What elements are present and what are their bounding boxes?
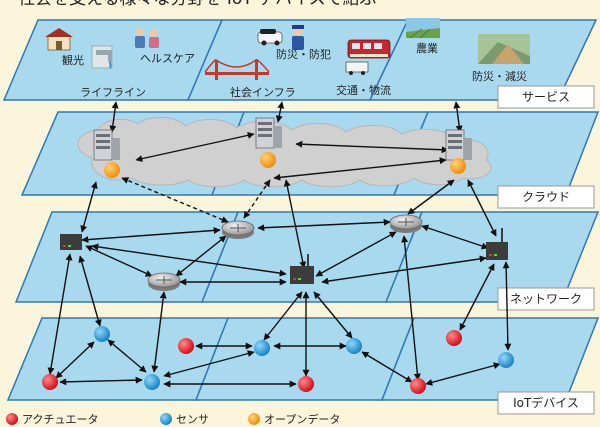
link-net-iot-1 bbox=[47, 253, 73, 375]
network-devices bbox=[60, 214, 508, 291]
actuator-node bbox=[178, 338, 194, 354]
iot-panel-left bbox=[6, 317, 230, 401]
link-net-iot-6 bbox=[313, 291, 353, 339]
layer-labels: サービス クラウド ネットワーク IoTデバイス bbox=[497, 85, 595, 415]
layer-label-iot: IoTデバイス bbox=[513, 395, 579, 410]
healthcare-icon bbox=[135, 28, 159, 48]
link-service-cloud-2 bbox=[275, 101, 285, 123]
link-iot-3 bbox=[107, 339, 147, 373]
open-data-nodes bbox=[104, 152, 466, 178]
router-icon bbox=[221, 220, 255, 239]
network-panel-left bbox=[14, 211, 240, 303]
link-cloud-net-5 bbox=[407, 179, 455, 215]
open-data-node bbox=[450, 158, 466, 174]
link-iot-1 bbox=[55, 341, 95, 379]
link-iot-4 bbox=[163, 350, 255, 378]
link-service-cloud-3 bbox=[453, 101, 463, 133]
sensor-node bbox=[346, 338, 362, 354]
layer-label-service: サービス bbox=[522, 90, 570, 104]
legend-actuator-label: アクチュエータ bbox=[22, 413, 98, 426]
legend-actuator-swatch bbox=[6, 413, 18, 425]
link-net-iot-8 bbox=[459, 263, 495, 331]
service-label-lifeline: ライフライン bbox=[80, 86, 146, 99]
link-cloud-net-3 bbox=[243, 179, 271, 219]
police-icon bbox=[257, 25, 304, 50]
landslide-icon bbox=[478, 34, 530, 64]
layer-label-cloud: クラウド bbox=[522, 190, 570, 204]
service-labels: 観光 ヘルスケア ライフライン 防災・防犯 社会インフラ 交通・物流 農業 防災… bbox=[62, 41, 527, 99]
service-label-agri: 農業 bbox=[416, 41, 438, 55]
link-cloud-1 bbox=[135, 131, 255, 163]
link-net-iot-7 bbox=[401, 235, 421, 381]
service-label-healthcare: ヘルスケア bbox=[140, 52, 195, 65]
access-point-icon bbox=[290, 254, 314, 284]
link-iot-2 bbox=[59, 376, 143, 386]
link-cloud-net-1 bbox=[80, 181, 98, 233]
service-label-disaster: 防災・減災 bbox=[472, 69, 527, 83]
service-label-crime: 防災・防犯 bbox=[276, 47, 331, 61]
link-iot-9 bbox=[425, 362, 501, 386]
link-net-6 bbox=[175, 235, 227, 277]
legend-sensor-swatch bbox=[160, 413, 172, 425]
link-iot-8 bbox=[361, 351, 413, 383]
server-icon bbox=[445, 129, 472, 161]
router-icon bbox=[389, 214, 423, 233]
tourism-icon bbox=[45, 28, 73, 51]
sensor-node bbox=[498, 352, 514, 368]
link-net-iot-2 bbox=[78, 255, 102, 327]
link-net-iot-4 bbox=[263, 291, 303, 341]
sensor-node bbox=[94, 326, 110, 342]
actuator-node bbox=[298, 376, 314, 392]
open-data-node bbox=[104, 162, 120, 178]
server-icon bbox=[93, 129, 120, 161]
actuator-node bbox=[410, 378, 426, 394]
actuator-node bbox=[42, 374, 58, 390]
service-label-tourism: 観光 bbox=[62, 53, 84, 67]
iot-devices bbox=[42, 326, 514, 394]
sensor-node bbox=[144, 374, 160, 390]
link-cloud-3 bbox=[273, 157, 447, 181]
farm-icon bbox=[406, 18, 440, 39]
actuator-node bbox=[446, 330, 462, 346]
link-cloud-net-6 bbox=[467, 179, 497, 237]
link-net-2 bbox=[257, 218, 391, 232]
server-icon bbox=[255, 117, 282, 149]
sensor-node bbox=[254, 340, 270, 356]
cloud-servers bbox=[93, 117, 472, 161]
service-label-traffic: 交通・物流 bbox=[336, 83, 391, 97]
link-net-3 bbox=[421, 224, 489, 250]
header-fragment: 社会を支える様々な分野を IoT デバイスで結ぶ bbox=[18, 0, 377, 9]
link-cloud-net-2 bbox=[121, 177, 229, 223]
link-net-iot-3 bbox=[151, 291, 167, 373]
router-icon bbox=[147, 272, 181, 291]
faucet-icon bbox=[91, 45, 113, 69]
link-net-iot-9 bbox=[502, 261, 512, 351]
link-cloud-2 bbox=[295, 140, 449, 154]
open-data-node bbox=[260, 152, 276, 168]
legend-sensor-label: センサ bbox=[176, 413, 209, 426]
link-service-cloud-1 bbox=[109, 101, 119, 133]
bridge-icon bbox=[204, 59, 270, 80]
access-point-icon bbox=[486, 228, 508, 260]
legend-open-data-label: オープンデータ bbox=[264, 412, 340, 426]
link-net-1 bbox=[81, 226, 221, 244]
legend-open-data-swatch bbox=[248, 413, 260, 425]
layer-label-network: ネットワーク bbox=[510, 292, 582, 306]
connections bbox=[47, 101, 512, 388]
train-icon bbox=[345, 39, 391, 75]
access-point-icon bbox=[60, 234, 82, 250]
legend: アクチュエータ センサ オープンデータ bbox=[6, 412, 340, 426]
service-label-infra: 社会インフラ bbox=[230, 85, 296, 99]
